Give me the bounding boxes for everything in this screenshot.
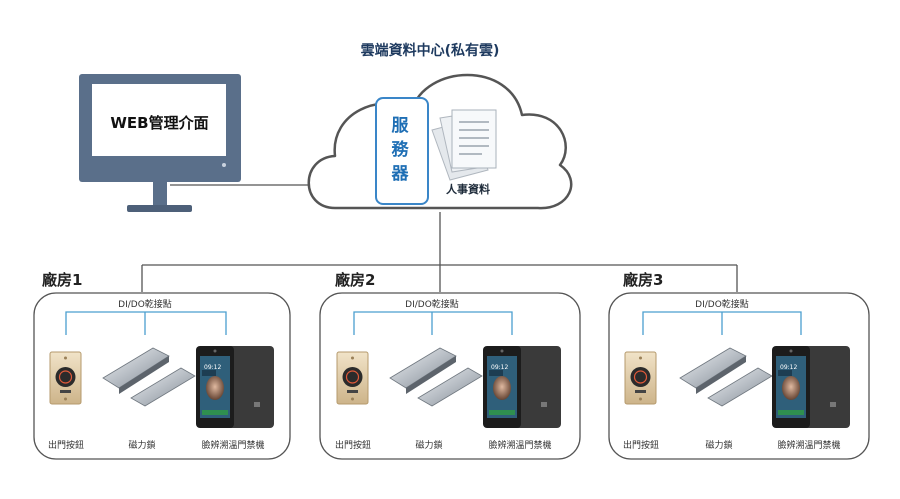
magnetic-lock-device — [389, 347, 483, 407]
terminal-time: 09:12 — [780, 364, 797, 371]
network-lines — [141, 184, 738, 292]
terminal-time: 09:12 — [204, 364, 221, 371]
device-label-exit-button: 出門按鈕 — [334, 441, 371, 451]
dio-label: DI/DO乾接點 — [118, 300, 172, 310]
exit-button-device — [336, 351, 369, 405]
factory-title: 廠房2 — [335, 271, 376, 289]
exit-button-device — [49, 351, 82, 405]
device-label-exit-button: 出門按鈕 — [622, 441, 659, 451]
factory-title: 廠房3 — [623, 271, 664, 289]
device-label-face-terminal: 臉辨溯溫門禁機 — [488, 441, 552, 451]
terminal-time: 09:12 — [491, 364, 508, 371]
face-terminal-device — [196, 346, 274, 428]
server-label: 服 務 器 — [378, 114, 422, 186]
dio-label: DI/DO乾接點 — [695, 300, 749, 310]
device-label-magnetic-lock: 磁力鎖 — [128, 441, 156, 451]
exit-button-device — [624, 351, 657, 405]
device-label-face-terminal: 臉辨溯溫門禁機 — [777, 441, 841, 451]
hr-data-label: 人事資料 — [446, 183, 490, 196]
server-label-char: 器 — [391, 164, 409, 184]
web-admin-label: WEB管理介面 — [110, 114, 209, 132]
dio-lines — [65, 311, 802, 335]
face-terminal-device — [483, 346, 561, 428]
cloud-title: 雲端資料中心(私有雲) — [360, 43, 500, 59]
documents-icon — [431, 109, 497, 181]
device-label-magnetic-lock: 磁力鎖 — [705, 441, 733, 451]
server-box — [375, 97, 429, 205]
magnetic-lock-device — [102, 347, 196, 407]
server-label-char: 服 — [391, 116, 409, 136]
server-label-char: 務 — [391, 140, 409, 160]
monitor — [79, 74, 241, 212]
device-label-exit-button: 出門按鈕 — [47, 441, 84, 451]
factory-frames — [33, 292, 870, 460]
device-label-face-terminal: 臉辨溯溫門禁機 — [201, 441, 265, 451]
device-label-magnetic-lock: 磁力鎖 — [415, 441, 443, 451]
dio-label: DI/DO乾接點 — [405, 300, 459, 310]
factory-title: 廠房1 — [42, 271, 83, 289]
face-terminal-device — [772, 346, 850, 428]
magnetic-lock-device — [679, 347, 773, 407]
